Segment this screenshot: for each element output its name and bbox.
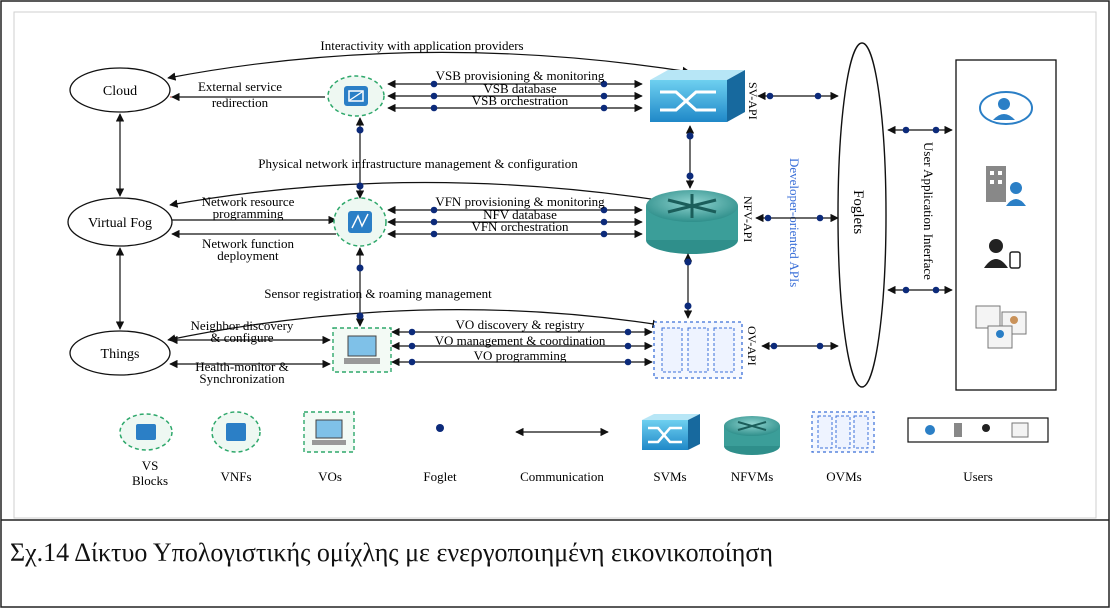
row3-links xyxy=(391,327,653,367)
legend-communication: Communication xyxy=(515,427,609,484)
cloud-user-icon xyxy=(979,91,1033,125)
arc-phys-infra-label: Physical network infrastructure manageme… xyxy=(258,156,578,171)
svm-switch-icon xyxy=(650,70,745,122)
legend-ovms-label: OVMs xyxy=(826,469,861,484)
nfv-router-icon xyxy=(646,190,738,254)
vo-prog-label: VO programming xyxy=(474,348,567,363)
layer-cloud-label: Cloud xyxy=(103,84,137,99)
foglet-dot xyxy=(356,312,364,320)
row1-links xyxy=(387,79,643,113)
neighbor-label-2: & configure xyxy=(210,330,273,345)
legend-foglet: Foglet xyxy=(423,424,457,484)
net-func-label-1: Network function xyxy=(202,236,295,251)
legend-vs-blocks: VS Blocks xyxy=(119,413,173,488)
arc-app-providers-label: Interactivity with application providers xyxy=(320,38,523,53)
vsb-db-label: VSB database xyxy=(483,81,557,96)
vnf-icon xyxy=(333,197,387,247)
foglet-dot xyxy=(356,264,364,272)
foglet-dot xyxy=(686,132,694,140)
foglets-label: Foglets xyxy=(850,190,866,234)
neighbor-label-1: Neighbor discovery xyxy=(191,318,294,333)
legend-vos-label: VOs xyxy=(318,469,342,484)
legend-vos: VOs xyxy=(303,411,355,484)
legend-nfvms: NFVMs xyxy=(724,416,780,484)
building-user-icon xyxy=(986,166,1026,206)
legend: VS Blocks VNFs VOs Foglet Communication xyxy=(119,411,1049,488)
arc-phys-infra xyxy=(169,181,691,208)
legend-vs-label-1: VS xyxy=(142,458,159,473)
vfn-orch-label: VFN orchestration xyxy=(471,219,569,234)
legend-svms: SVMs xyxy=(642,414,700,484)
sv-api-label: SV-API xyxy=(746,82,760,120)
layer-virtual-fog-label: Virtual Fog xyxy=(88,216,152,231)
foglet-dot xyxy=(686,172,694,180)
vo-disc-label: VO discovery & registry xyxy=(456,317,585,332)
layer-things: Things xyxy=(69,330,171,376)
ov-api-label: OV-API xyxy=(745,326,759,366)
group-users-icon xyxy=(975,305,1027,349)
foglet-dot xyxy=(684,258,692,266)
developer-apis-label: Developer-oriented APIs xyxy=(787,158,802,287)
vs-block-icon xyxy=(327,75,385,117)
vfn-prov-label: VFN provisioning & monitoring xyxy=(435,194,605,209)
legend-users: Users xyxy=(907,417,1049,484)
layer-cloud: Cloud xyxy=(69,67,171,113)
redirect-label-2: redirection xyxy=(212,95,269,110)
layer-virtual-fog: Virtual Fog xyxy=(67,197,173,247)
foglet-user-links xyxy=(887,125,953,295)
foglet-dot xyxy=(356,126,364,134)
figure-border xyxy=(13,11,1097,519)
net-func-label-2: deployment xyxy=(217,248,279,263)
vo-mgmt-label: VO management & coordination xyxy=(435,333,606,348)
manager-foglet-links xyxy=(755,91,839,351)
legend-foglet-label: Foglet xyxy=(423,469,457,484)
foglet-dot xyxy=(684,302,692,310)
arc-app-providers xyxy=(167,51,691,81)
redirect-label-1: External service xyxy=(198,79,282,94)
foglets-ellipse xyxy=(837,42,887,388)
health-label-2: Synchronization xyxy=(199,371,285,386)
legend-vs-label-2: Blocks xyxy=(132,473,168,488)
vo-icon xyxy=(332,327,392,373)
user-app-interface-label: User Application Interface xyxy=(921,142,936,280)
arc-sensor-label: Sensor registration & roaming management xyxy=(264,286,492,301)
vsb-orch-label: VSB orchestration xyxy=(472,93,569,108)
ovm-icon xyxy=(653,321,743,379)
health-label-1: Health-monitor & xyxy=(195,359,289,374)
legend-ovms: OVMs xyxy=(811,411,875,484)
nfv-db-label: NFV database xyxy=(483,207,557,222)
net-res-label-2: programming xyxy=(213,206,284,221)
legend-vnfs: VNFs xyxy=(211,411,261,484)
foglet-dot xyxy=(356,182,364,190)
legend-svms-label: SVMs xyxy=(653,469,686,484)
nfv-api-label: NFV-API xyxy=(741,196,755,242)
legend-users-label: Users xyxy=(963,469,993,484)
row2-links xyxy=(387,205,643,239)
mobile-user-icon xyxy=(984,239,1021,269)
vsb-prov-label: VSB provisioning & monitoring xyxy=(436,68,605,83)
figure-caption: Σχ.14 Δίκτυο Υπολογιστικής ομίχλης με εν… xyxy=(10,538,774,567)
arc-sensor xyxy=(167,309,661,343)
net-res-label-1: Network resource xyxy=(202,194,295,209)
layer-things-label: Things xyxy=(101,347,140,362)
legend-vnfs-label: VNFs xyxy=(220,469,251,484)
legend-nfvms-label: NFVMs xyxy=(731,469,774,484)
legend-communication-label: Communication xyxy=(520,469,604,484)
